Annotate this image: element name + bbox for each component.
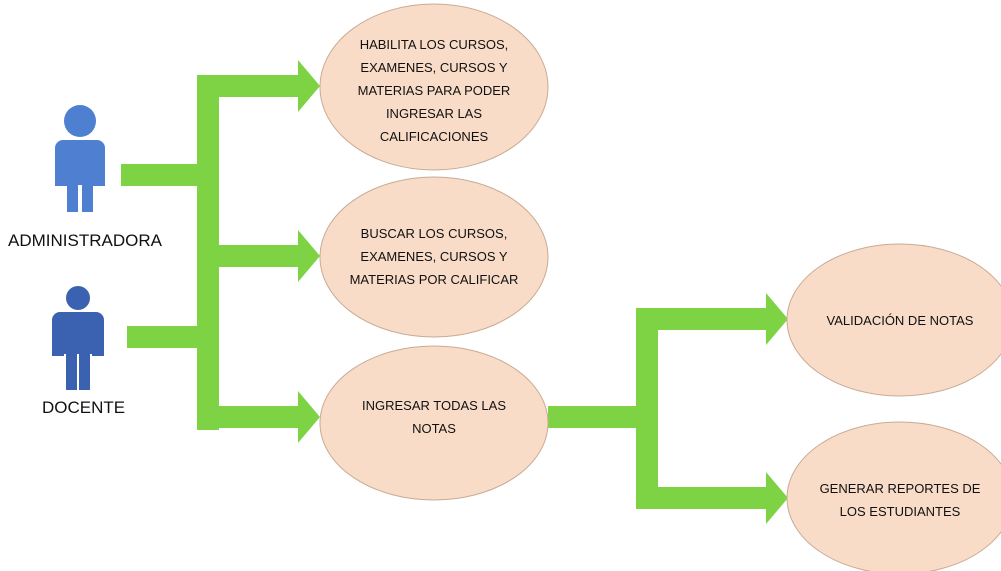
- node-validate-grades: [786, 243, 1001, 397]
- generate-reports-label: GENERAR REPORTES DE LOS ESTUDIANTES: [819, 481, 981, 519]
- node-enter-grades: [319, 345, 549, 501]
- enable-courses-label: HABILITA LOS CURSOS, EXAMENES, CURSOS Y …: [357, 36, 511, 144]
- node-generate-reports: [786, 421, 1001, 571]
- validate-grades-label: VALIDACIÓN DE NOTAS: [826, 312, 974, 328]
- admin-label: ADMINISTRADORA: [8, 231, 162, 250]
- node-search-courses: [319, 176, 549, 338]
- enter-grades-label: INGRESAR TODAS LAS NOTAS: [361, 398, 506, 436]
- connector-left-branch: [121, 60, 320, 443]
- admin-person-icon: [55, 105, 105, 212]
- teacher-person-icon: [52, 286, 104, 390]
- node-enable-courses: [319, 3, 549, 171]
- connector-right-branch: [548, 293, 788, 524]
- teacher-label: DOCENTE: [42, 398, 126, 417]
- search-courses-label: BUSCAR LOS CURSOS, EXAMENES, CURSOS Y MA…: [349, 225, 519, 287]
